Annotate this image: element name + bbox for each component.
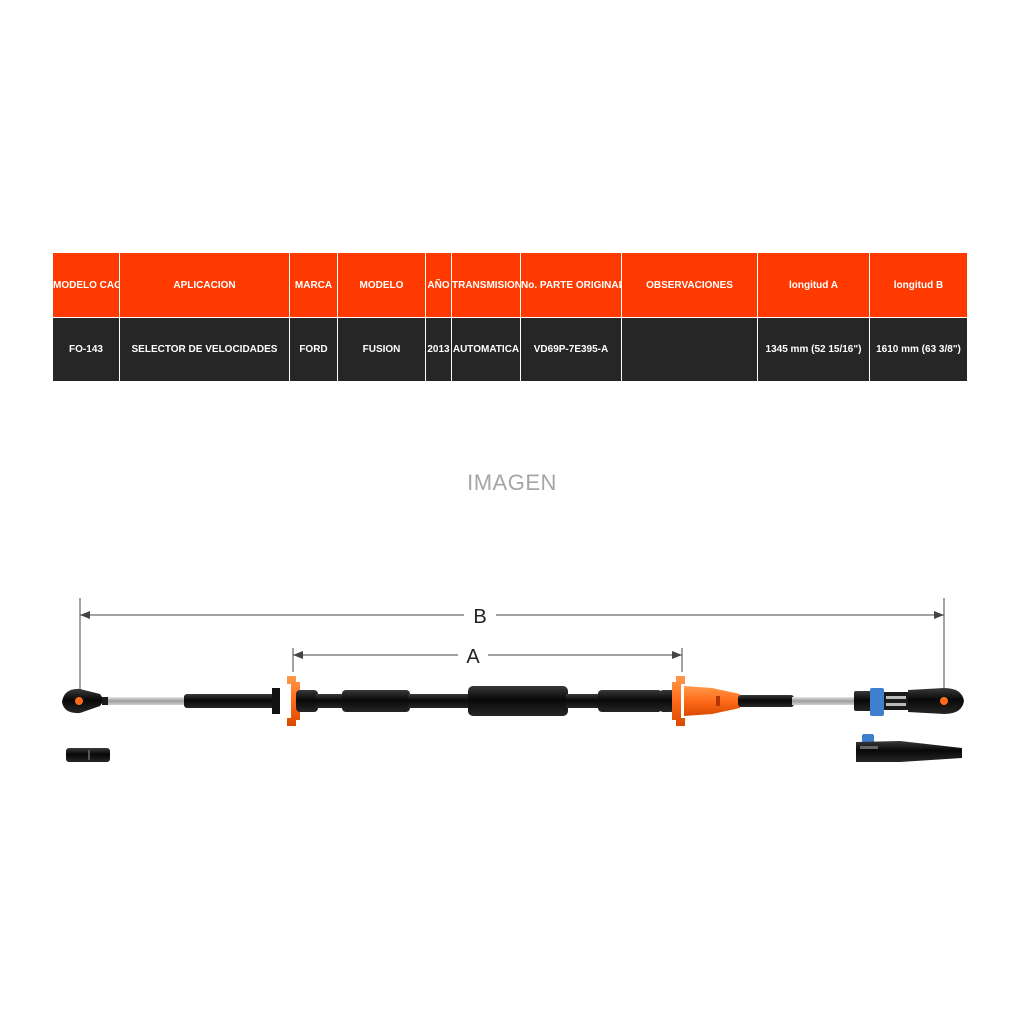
cell-marca: FORD bbox=[289, 317, 338, 382]
cell-longitud-a: 1345 mm (52 15/16") bbox=[757, 317, 870, 382]
image-label: IMAGEN bbox=[467, 470, 557, 495]
small-bushing-part bbox=[66, 748, 110, 762]
cell-modelo-cag: FO-143 bbox=[52, 317, 120, 382]
conduit-sleeve-1 bbox=[342, 690, 410, 712]
cell-longitud-b: 1610 mm (63 3/8") bbox=[869, 317, 968, 382]
header-longitud-b: longitud B bbox=[869, 252, 968, 318]
table-row: FO-143 SELECTOR DE VELOCIDADES FORD FUSI… bbox=[52, 317, 968, 382]
conduit-segment-1 bbox=[316, 694, 344, 708]
conduit-left bbox=[184, 694, 280, 708]
left-orange-bracket bbox=[272, 676, 318, 726]
left-rod-end bbox=[62, 688, 110, 714]
left-steel-rod bbox=[108, 697, 186, 705]
cell-observaciones bbox=[621, 317, 758, 382]
header-parte-original: No. PARTE ORIGINAL bbox=[520, 252, 622, 318]
header-ano: AÑO bbox=[425, 252, 452, 318]
spec-table: MODELO CAG APLICACION MARCA MODELO AÑO T… bbox=[52, 252, 968, 382]
header-marca: MARCA bbox=[289, 252, 338, 318]
header-longitud-a: longitud A bbox=[757, 252, 870, 318]
conduit-sleeve-2 bbox=[598, 690, 662, 712]
cell-transmision: AUTOMATICA bbox=[451, 317, 521, 382]
right-steel-rod bbox=[792, 697, 856, 705]
cell-parte-original: VD69P-7E395-A bbox=[520, 317, 622, 382]
conduit-segment-2 bbox=[566, 694, 600, 708]
header-transmision: TRANSMISION bbox=[451, 252, 521, 318]
cable-diagram: B A bbox=[62, 598, 964, 762]
right-rod-end bbox=[854, 688, 964, 716]
conduit-center-sleeve bbox=[468, 686, 568, 716]
dimension-a: A bbox=[292, 646, 683, 672]
header-observaciones: OBSERVACIONES bbox=[621, 252, 758, 318]
spare-rod-end-part bbox=[856, 734, 962, 762]
dimension-a-label: A bbox=[466, 646, 480, 668]
cell-modelo: FUSION bbox=[337, 317, 426, 382]
right-orange-bracket bbox=[660, 676, 794, 726]
table-header-row: MODELO CAG APLICACION MARCA MODELO AÑO T… bbox=[52, 252, 968, 318]
header-modelo-cag: MODELO CAG bbox=[52, 252, 120, 318]
cell-aplicacion: SELECTOR DE VELOCIDADES bbox=[119, 317, 290, 382]
cell-ano: 2013 bbox=[425, 317, 452, 382]
conduit-middle bbox=[408, 694, 470, 708]
dimension-b: B bbox=[79, 598, 945, 695]
dimension-b-label: B bbox=[473, 606, 486, 628]
header-modelo: MODELO bbox=[337, 252, 426, 318]
header-aplicacion: APLICACION bbox=[119, 252, 290, 318]
